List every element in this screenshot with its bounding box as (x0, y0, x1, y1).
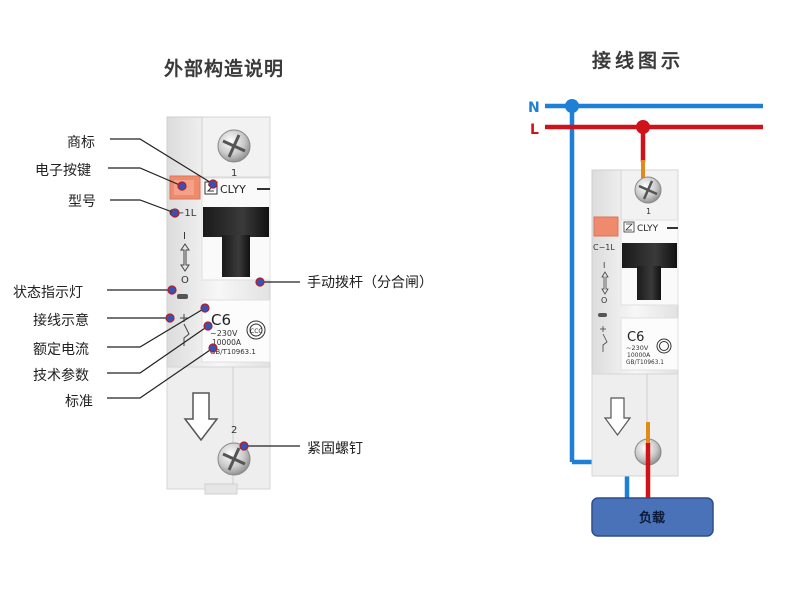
right-reset-key-button (593, 216, 619, 237)
right-arrow-down-icon (603, 397, 632, 437)
status-light (177, 294, 188, 299)
right-model-text: C−1L (593, 243, 615, 252)
ccc-mark-icon: CCC (246, 320, 266, 340)
pointer-dots (165, 179, 265, 451)
on-mark: I (183, 231, 186, 242)
terminal-top-number: 1 (231, 168, 237, 179)
label-wiring-hint: 接线示意 (33, 313, 89, 329)
handle-lever (203, 207, 269, 277)
right-title: 接线图示 (592, 50, 685, 72)
label-standard: 标准 (65, 394, 93, 410)
right-brand-text: CLYY (637, 224, 659, 234)
load-label: 负载 (639, 510, 665, 526)
brand-text: CLYY (220, 183, 246, 196)
right-voltage-text: ~230V (626, 344, 649, 352)
label-reset-key: 电子按键 (35, 163, 91, 179)
right-standard-text: GB/T10963.1 (626, 360, 664, 366)
right-wiring-symbol-icon (600, 326, 608, 352)
label-n: N (528, 100, 540, 116)
label-model: 型号 (68, 194, 96, 210)
svg-text:CCC: CCC (250, 328, 263, 335)
label-handle: 手动拨杆（分合闸） (307, 275, 433, 291)
right-breaker: 1 CLYY C−1L I O C6 ~230V 10000A GB/T1096… (591, 160, 679, 500)
left-breaker: 1 CLYY C−1L I O (166, 116, 271, 495)
label-l: L (530, 122, 539, 138)
right-handle-lever (622, 243, 677, 300)
right-brand-logo-icon (623, 221, 635, 233)
right-ccc-mark-icon (656, 338, 672, 354)
load-box: 负载 (591, 497, 714, 537)
right-off-mark: O (601, 296, 607, 305)
right-screw-top-icon (634, 176, 662, 204)
breaking-text: 10000A (212, 338, 242, 347)
rating-text: C6 (211, 311, 231, 329)
arrow-down-icon (183, 392, 219, 442)
leader-lines (107, 138, 300, 447)
label-tech-params: 技术参数 (33, 368, 89, 384)
on-off-arrow-icon (180, 243, 190, 272)
model-text: C−1L (169, 208, 197, 219)
label-brand: 商标 (67, 135, 95, 151)
right-rating-text: C6 (627, 330, 644, 345)
right-terminal-top-number: 1 (646, 207, 651, 216)
right-breaking-text: 10000A (627, 352, 651, 359)
label-rated-current: 额定电流 (33, 342, 89, 358)
live-wire (545, 120, 763, 162)
right-on-mark: I (603, 261, 605, 270)
label-screw: 紧固螺钉 (307, 441, 363, 457)
right-status-light (598, 313, 607, 317)
terminal-bottom-number: 2 (231, 425, 237, 436)
screw-top-icon (217, 129, 251, 163)
standard-text: GB/T10963.1 (210, 348, 256, 356)
label-status-light: 状态指示灯 (13, 285, 83, 301)
voltage-text: ~230V (210, 329, 238, 338)
left-title: 外部构造说明 (164, 58, 285, 80)
off-mark: O (181, 275, 189, 286)
right-on-off-arrow-icon (601, 271, 609, 295)
screw-bottom-icon (217, 442, 251, 476)
